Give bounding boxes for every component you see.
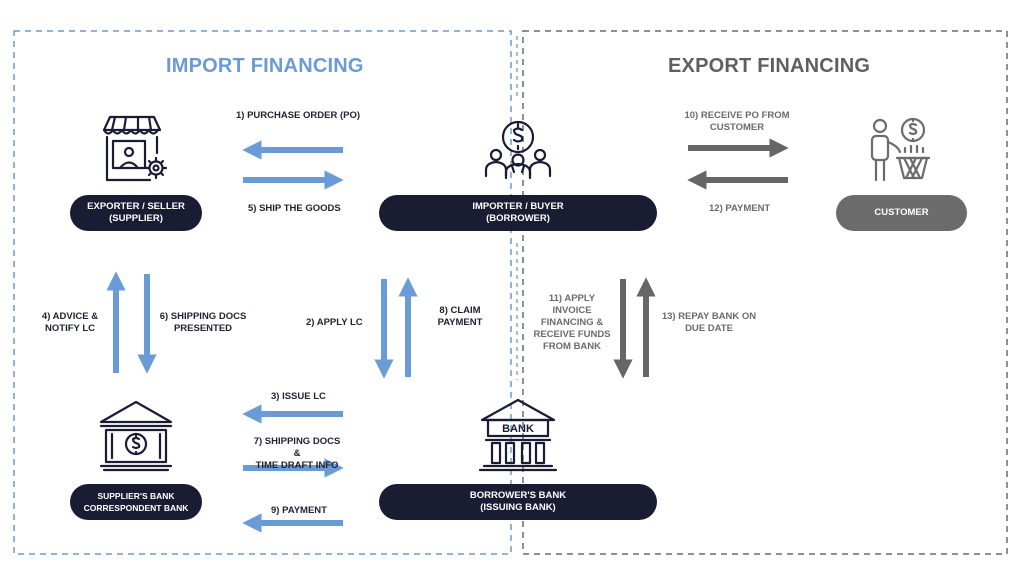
step-11-label: 11) APPLY INVOICE FINANCING & RECEIVE FU…	[528, 293, 616, 353]
buyer-group-icon	[484, 120, 552, 180]
bank-dollar-icon	[99, 400, 173, 472]
step-10-line1: 10) RECEIVE PO FROM	[684, 110, 790, 121]
export-financing-title: EXPORT FINANCING	[668, 55, 871, 77]
suppliers-bank-line1: SUPPLIER'S BANK	[97, 491, 175, 501]
step-8-label: 8) CLAIM PAYMENT	[432, 305, 488, 329]
step-10-label: 10) RECEIVE PO FROM CUSTOMER	[676, 110, 798, 134]
step-13-line2: DUE DATE	[685, 323, 733, 334]
step-6-line1: 6) SHIPPING DOCS	[159, 311, 247, 322]
step-11-line5: FROM BANK	[542, 341, 602, 352]
borrowers-bank-node: BORROWER'S BANK (ISSUING BANK)	[379, 484, 657, 520]
import-frame	[13, 30, 512, 555]
borrowers-bank-line1: BORROWER'S BANK	[469, 490, 567, 501]
step-12-line1: 12) PAYMENT	[709, 203, 771, 214]
customer-line1: CUSTOMER	[874, 207, 929, 218]
export-frame	[522, 30, 1008, 555]
step-8-line1: 8) CLAIM	[439, 305, 481, 316]
borrowers-bank-line2: (ISSUING BANK)	[480, 502, 556, 513]
exporter-line1: EXPORTER / SELLER	[87, 201, 185, 212]
step-4-label: 4) ADVICE & NOTIFY LC	[33, 311, 107, 335]
step-12-label: 12) PAYMENT	[709, 203, 770, 215]
import-financing-title: IMPORT FINANCING	[166, 55, 364, 77]
suppliers-bank-line2: CORRESPONDENT BANK	[83, 503, 189, 513]
step-4-line1: 4) ADVICE &	[41, 311, 99, 322]
step-5-line1: 5) SHIP THE GOODS	[248, 203, 341, 214]
step-11-line2: INVOICE	[552, 305, 592, 316]
importer-line2: (BORROWER)	[486, 213, 550, 224]
customer-node: CUSTOMER	[836, 195, 967, 231]
step-8-line2: PAYMENT	[437, 317, 483, 328]
suppliers-bank-node: SUPPLIER'S BANK CORRESPONDENT BANK	[70, 484, 202, 520]
bank-building-icon	[478, 398, 558, 472]
step-11-line1: 11) APPLY	[548, 293, 596, 304]
step-13-line1: 13) REPAY BANK ON	[661, 311, 757, 322]
step-3-label: 3) ISSUE LC	[271, 391, 326, 403]
customer-basket-icon	[870, 117, 931, 182]
step-11-line3: FINANCING &	[540, 317, 604, 328]
step-1-label: 1) PURCHASE ORDER (PO)	[236, 110, 360, 122]
step-6-line2: PRESENTED	[173, 323, 233, 334]
step-9-label: 9) PAYMENT	[271, 505, 327, 517]
step-7-label: 7) SHIPPING DOCS & TIME DRAFT INFO	[250, 436, 344, 472]
step-5-label: 5) SHIP THE GOODS	[248, 203, 341, 215]
step-11-line4: RECEIVE FUNDS	[533, 329, 611, 340]
importer-buyer-node: IMPORTER / BUYER (BORROWER)	[379, 195, 657, 231]
step-3-line1: 3) ISSUE LC	[271, 391, 326, 402]
importer-line1: IMPORTER / BUYER	[472, 201, 564, 212]
exporter-seller-node: EXPORTER / SELLER (SUPPLIER)	[70, 195, 202, 231]
step-2-label: 2) APPLY LC	[306, 317, 363, 329]
step-1-line1: 1) PURCHASE ORDER (PO)	[236, 110, 361, 121]
step-9-line1: 9) PAYMENT	[271, 505, 327, 516]
step-4-line2: NOTIFY LC	[45, 323, 95, 334]
step-6-label: 6) SHIPPING DOCS PRESENTED	[158, 311, 248, 335]
exporter-line2: (SUPPLIER)	[109, 213, 163, 224]
step-10-line2: CUSTOMER	[709, 122, 765, 133]
step-7-line1: 7) SHIPPING DOCS &	[253, 436, 341, 459]
step-2-line1: 2) APPLY LC	[306, 317, 363, 328]
step-13-label: 13) REPAY BANK ON DUE DATE	[660, 311, 758, 335]
bank-icon-text: BANK	[502, 423, 534, 435]
shop-seller-icon	[102, 115, 168, 182]
step-7-line2: TIME DRAFT INFO	[255, 460, 339, 471]
